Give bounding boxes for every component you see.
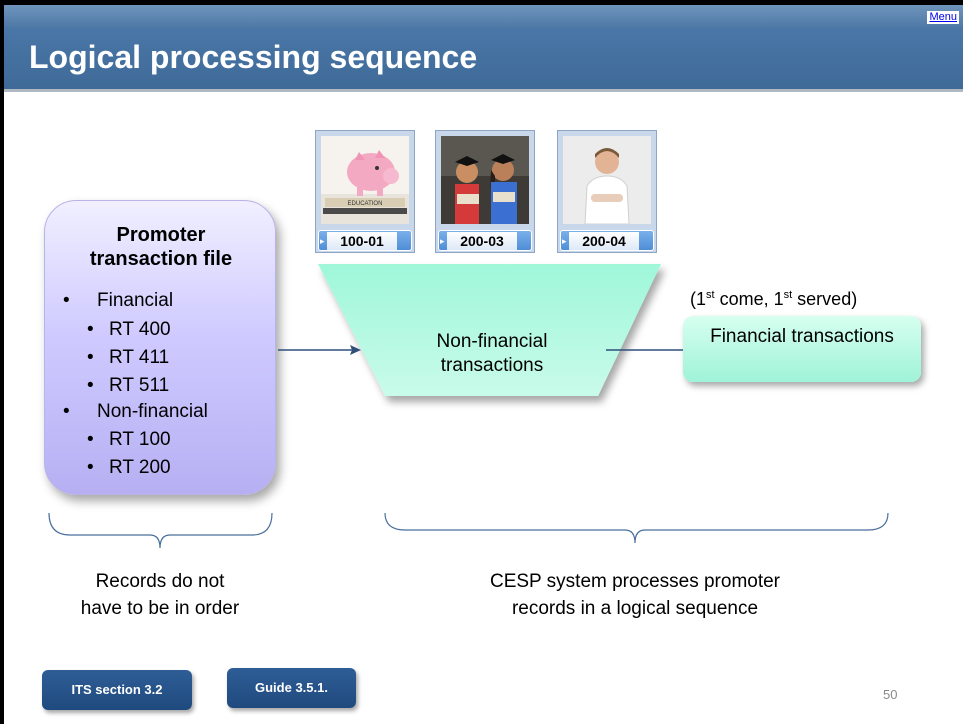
page-number: 50 — [883, 687, 898, 702]
first-come-first-served-note: (1st come, 1st served) — [690, 289, 858, 309]
page-title: Logical processing sequence — [29, 39, 478, 75]
promoter-title-line1: Promoter — [116, 224, 206, 246]
promoter-transaction-box: Promoter transaction file — [44, 200, 276, 495]
list-item-nonfinancial: •Non-financial — [63, 401, 208, 422]
right-brace — [384, 512, 889, 544]
funnel-label-line1: Non-financial — [436, 331, 548, 352]
man-portrait-image — [563, 136, 651, 224]
funnel-label: Non-financial transactions — [418, 330, 566, 378]
financial-transactions-box: Financial transactions — [683, 316, 921, 382]
photo-label-200-04: ▸ 200-04 — [560, 230, 654, 251]
photo-card-200-03: ▸ 200-03 — [435, 130, 535, 253]
photo-card-200-04: ▸ 200-04 — [557, 130, 657, 253]
its-section-button[interactable]: ITS section 3.2 — [42, 670, 192, 710]
right-caption: CESP system processes promoter records i… — [489, 571, 781, 619]
photo-label-200-03: ▸ 200-03 — [438, 230, 532, 251]
promoter-title-line2: transaction file — [89, 248, 233, 270]
list-item-rt100: •RT 100 — [87, 429, 171, 450]
photo-card-100-01: EDUCATION ▸ 100-01 — [315, 130, 415, 253]
svg-text:EDUCATION: EDUCATION — [348, 201, 383, 207]
financial-transactions-label: Financial transactions — [710, 326, 894, 347]
title-bar: Logical processing sequence — [4, 27, 963, 92]
list-item-financial: •Financial — [63, 290, 174, 311]
arrow-to-funnel-head — [350, 345, 361, 355]
funnel-shape — [318, 264, 661, 396]
list-item-rt200: •RT 200 — [87, 457, 171, 478]
promoter-title: Promoter transaction file — [45, 223, 277, 271]
piggy-bank-image: EDUCATION — [321, 136, 409, 224]
list-item-rt411: •RT 411 — [87, 347, 170, 368]
photo-label-100-01: ▸ 100-01 — [318, 230, 412, 251]
funnel-label-line2: transactions — [440, 355, 544, 376]
graduating-children-image — [441, 136, 529, 224]
guide-button[interactable]: Guide 3.5.1. — [227, 668, 356, 708]
frame-top — [0, 0, 963, 5]
top-bar: Menu — [4, 5, 963, 27]
list-item-rt511: •RT 511 — [87, 375, 170, 396]
frame-left — [0, 0, 4, 724]
menu-link[interactable]: Menu — [927, 11, 959, 24]
left-caption: Records do not have to be in order — [80, 571, 240, 619]
list-item-rt400: •RT 400 — [87, 319, 171, 340]
left-brace — [48, 512, 273, 549]
